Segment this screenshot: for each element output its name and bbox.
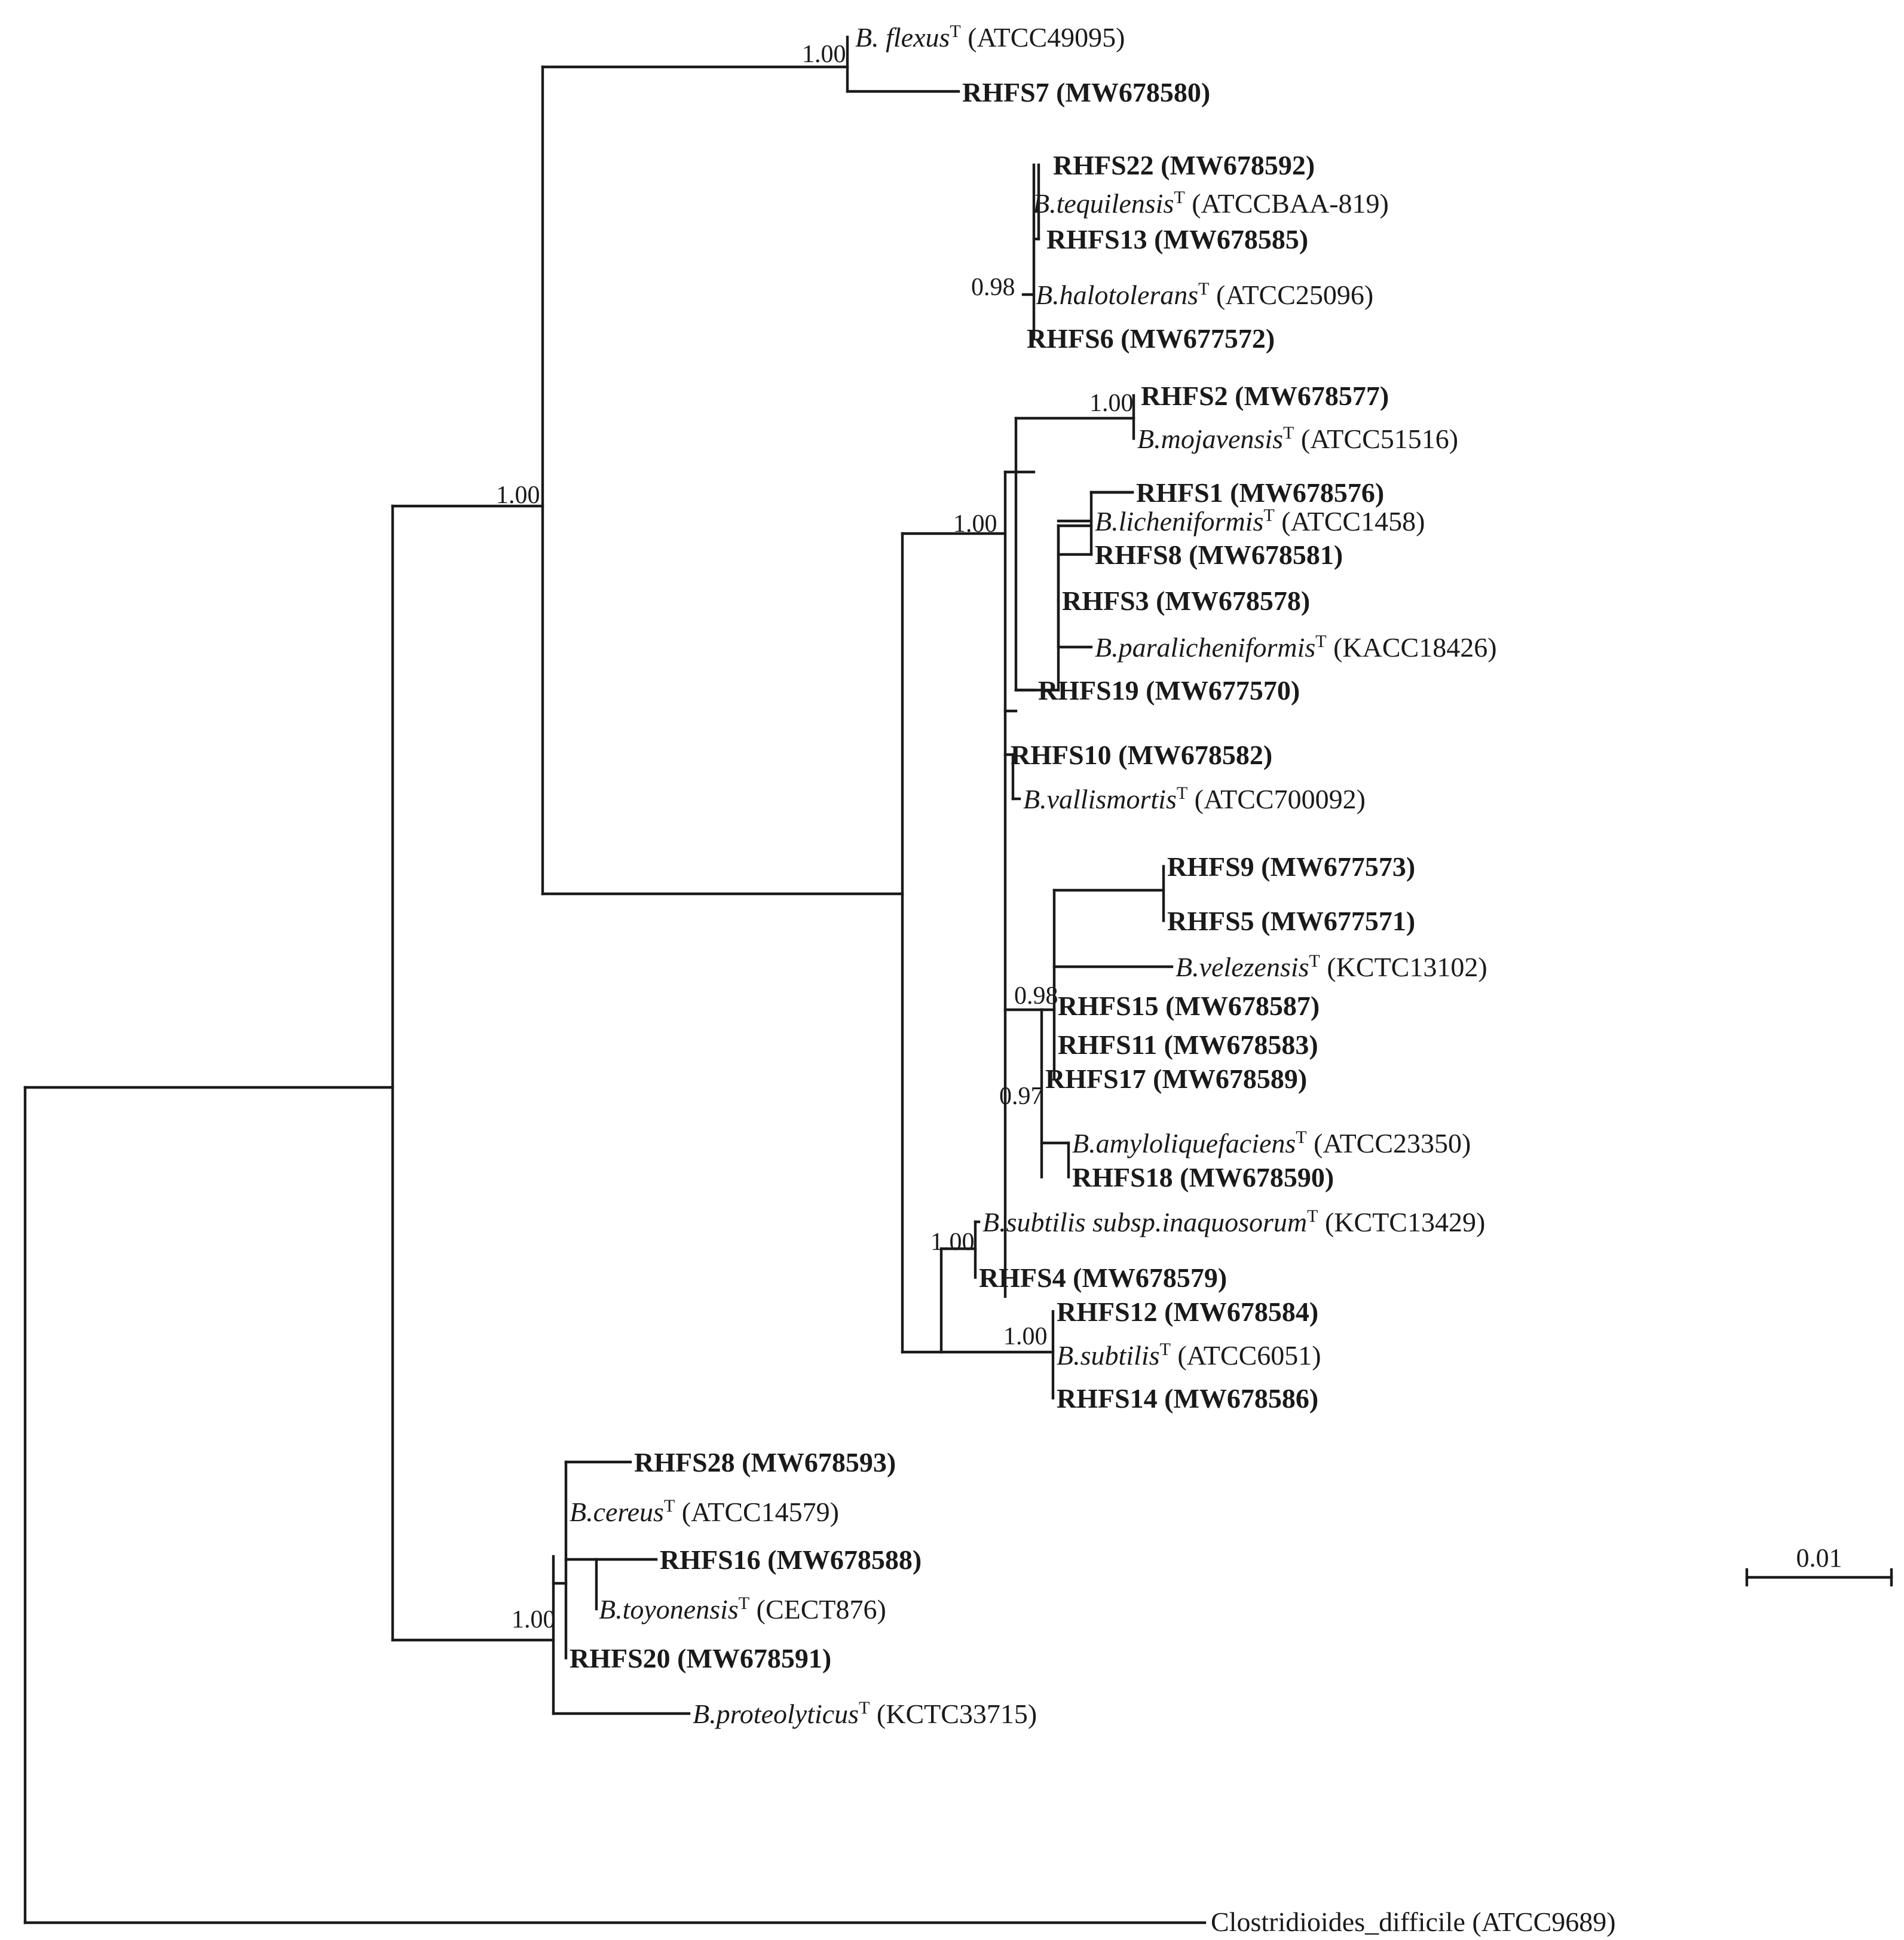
leaf-label-rhfs6: RHFS6 (MW677572) (1027, 323, 1275, 354)
tree-branches (23, 35, 1207, 1924)
bootstrap-tequilensis_clade: 0.98 (971, 274, 1015, 301)
leaf-label-rhfs17: RHFS17 (MW678589) (1045, 1064, 1307, 1094)
leaf-label-rhfs18: RHFS18 (MW678590) (1072, 1162, 1334, 1193)
type-strain-mark: T (1296, 1127, 1306, 1147)
type-strain-mark: T (1198, 279, 1209, 299)
leaf-label-paralicheniformis: B.paralicheniformisT (KACC18426) (1095, 632, 1497, 663)
type-strain-mark: T (1174, 188, 1184, 207)
bootstrap-inaquosorum_clade: 1.00 (930, 1228, 975, 1256)
type-strain-mark: T (1283, 423, 1294, 443)
leaf-label-rhfs3: RHFS3 (MW678578) (1062, 586, 1310, 616)
scale-bar-label: 0.01 (1796, 1543, 1842, 1573)
species-name: B.mojavensis (1137, 424, 1283, 454)
bootstrap-labels: 1.00 1.00 1.00 0.98 1.00 0.98 0.97 1.00 1.00 1.00 (496, 41, 1134, 1633)
leaf-label-rhfs22: RHFS22 (MW678592) (1053, 150, 1315, 180)
leaf-label-halotolerans: B.halotoleransT (ATCC25096) (1036, 279, 1373, 311)
leaf-label-velezensis: B.velezensisT (KCTC13102) (1176, 951, 1487, 983)
species-name: B.subtilis (1057, 1340, 1160, 1371)
leaf-label-rhfs14: RHFS14 (MW678586) (1057, 1383, 1318, 1414)
type-strain-mark: T (1160, 1340, 1171, 1359)
accession: (KCTC13429) (1318, 1207, 1485, 1237)
leaf-label-rhfs2: RHFS2 (MW678577) (1141, 381, 1389, 411)
leaf-labels: B. flexusT (ATCC49095)RHFS7 (MW678580)RH… (570, 22, 1616, 1938)
type-strain-mark: T (859, 1698, 870, 1718)
type-strain-mark: T (1307, 1206, 1318, 1226)
bootstrap-amyloliquefaciens_clade: 0.97 (999, 1083, 1043, 1110)
bootstrap-mojavensis_clade: 1.00 (1089, 390, 1134, 417)
leaf-label-mojavensis: B.mojavensisT (ATCC51516) (1137, 423, 1458, 455)
leaf-label-rhfs1: RHFS1 (MW678576) (1136, 477, 1384, 508)
leaf-label-rhfs11: RHFS11 (MW678583) (1058, 1029, 1318, 1060)
leaf-label-rhfs15: RHFS15 (MW678587) (1058, 991, 1320, 1021)
leaf-label-rhfs8: RHFS8 (MW678581) (1095, 540, 1343, 570)
leaf-label-inaquosorum: B.subtilis subsp.inaquosorumT (KCTC13429… (982, 1206, 1485, 1238)
leaf-label-subtilis: B.subtilisT (ATCC6051) (1057, 1340, 1321, 1371)
leaf-label-rhfs16: RHFS16 (MW678588) (660, 1544, 922, 1575)
species-name: B.amyloliquefaciens (1072, 1128, 1296, 1159)
species-name: B.vallismortis (1023, 784, 1177, 814)
type-strain-mark: T (1315, 632, 1326, 651)
species-name: B.halotolerans (1036, 280, 1198, 310)
leaf-label-rhfs13: RHFS13 (MW678585) (1046, 224, 1308, 255)
accession: (ATCC25096) (1210, 280, 1374, 310)
accession: (ATCC51516) (1294, 424, 1458, 454)
type-strain-mark: T (664, 1496, 675, 1516)
type-strain-mark: T (1177, 783, 1187, 803)
species-name: B.proteolyticus (693, 1699, 859, 1729)
species-name: B.velezensis (1176, 952, 1309, 982)
type-strain-mark: T (950, 22, 960, 41)
accession: (ATCC23350) (1307, 1128, 1471, 1159)
bootstrap-velezensis_clade: 0.98 (1014, 982, 1058, 1010)
species-name: B. flexus (855, 22, 950, 53)
accession: (KCTC33715) (870, 1699, 1037, 1729)
accession: (ATCC700092) (1187, 784, 1366, 814)
accession: (KCTC13102) (1320, 952, 1487, 982)
leaf-label-tequilensis: B.tequilensisT (ATCCBAA-819) (1033, 188, 1389, 219)
type-strain-mark: T (1263, 505, 1274, 525)
accession: (ATCCBAA-819) (1185, 188, 1389, 219)
species-name: B.subtilis subsp.inaquosorum (982, 1207, 1307, 1237)
leaf-label-rhfs12: RHFS12 (MW678584) (1057, 1297, 1318, 1327)
bootstrap-subtilis_clade: 1.00 (1003, 1323, 1048, 1350)
leaf-label-rhfs28: RHFS28 (MW678593) (634, 1447, 896, 1478)
accession: (ATCC6051) (1171, 1340, 1321, 1371)
leaf-label-rhfs4: RHFS4 (MW678579) (979, 1262, 1227, 1293)
leaf-label-proteolyticus: B.proteolyticusT (KCTC33715) (693, 1698, 1037, 1730)
leaf-label-rhfs10: RHFS10 (MW678582) (1011, 740, 1272, 770)
leaf-label-amyloliquefaciens: B.amyloliquefaciensT (ATCC23350) (1072, 1127, 1471, 1159)
accession: (ATCC14579) (675, 1497, 839, 1527)
leaf-label-rhfs20: RHFS20 (MW678591) (570, 1643, 831, 1674)
accession: (ATCC49095) (961, 22, 1125, 53)
type-strain-mark: T (1309, 951, 1320, 971)
leaf-label-flexus: B. flexusT (ATCC49095) (855, 22, 1125, 53)
leaf-label-licheniformis: B.licheniformisT (ATCC1458) (1095, 505, 1425, 537)
species-name: B.toyonensis (599, 1594, 739, 1625)
accession: (ATCC1458) (1275, 506, 1425, 537)
bootstrap-cereus_clade: 1.00 (512, 1606, 556, 1633)
leaf-label-rhfs5: RHFS5 (MW677571) (1167, 906, 1415, 936)
leaf-label-vallismortis: B.vallismortisT (ATCC700092) (1023, 783, 1366, 815)
leaf-label-rhfs7: RHFS7 (MW678580) (962, 77, 1210, 108)
leaf-label-rhfs9: RHFS9 (MW677573) (1167, 851, 1415, 882)
species-name: B.paralicheniformis (1095, 632, 1315, 663)
bootstrap-main_bacillus_clade: 1.00 (496, 482, 540, 509)
scale-bar: 0.01 (1745, 1543, 1893, 1587)
leaf-label-toyonensis: B.toyonensisT (CECT876) (599, 1593, 886, 1625)
leaf-label-cereus: B.cereusT (ATCC14579) (570, 1496, 839, 1528)
leaf-label-clostridioides: Clostridioides_difficile (ATCC9689) (1211, 1907, 1616, 1937)
type-strain-mark: T (739, 1593, 749, 1613)
species-name: B.tequilensis (1033, 188, 1174, 219)
accession: (KACC18426) (1327, 632, 1497, 663)
species-name: B.cereus (570, 1497, 664, 1527)
bootstrap-flexus_clade: 1.00 (802, 41, 846, 68)
leaf-label-rhfs19: RHFS19 (MW677570) (1038, 675, 1300, 706)
accession: (CECT876) (749, 1594, 886, 1625)
species-name: B.licheniformis (1095, 506, 1263, 537)
bootstrap-subtilis_group: 1.00 (953, 510, 997, 538)
